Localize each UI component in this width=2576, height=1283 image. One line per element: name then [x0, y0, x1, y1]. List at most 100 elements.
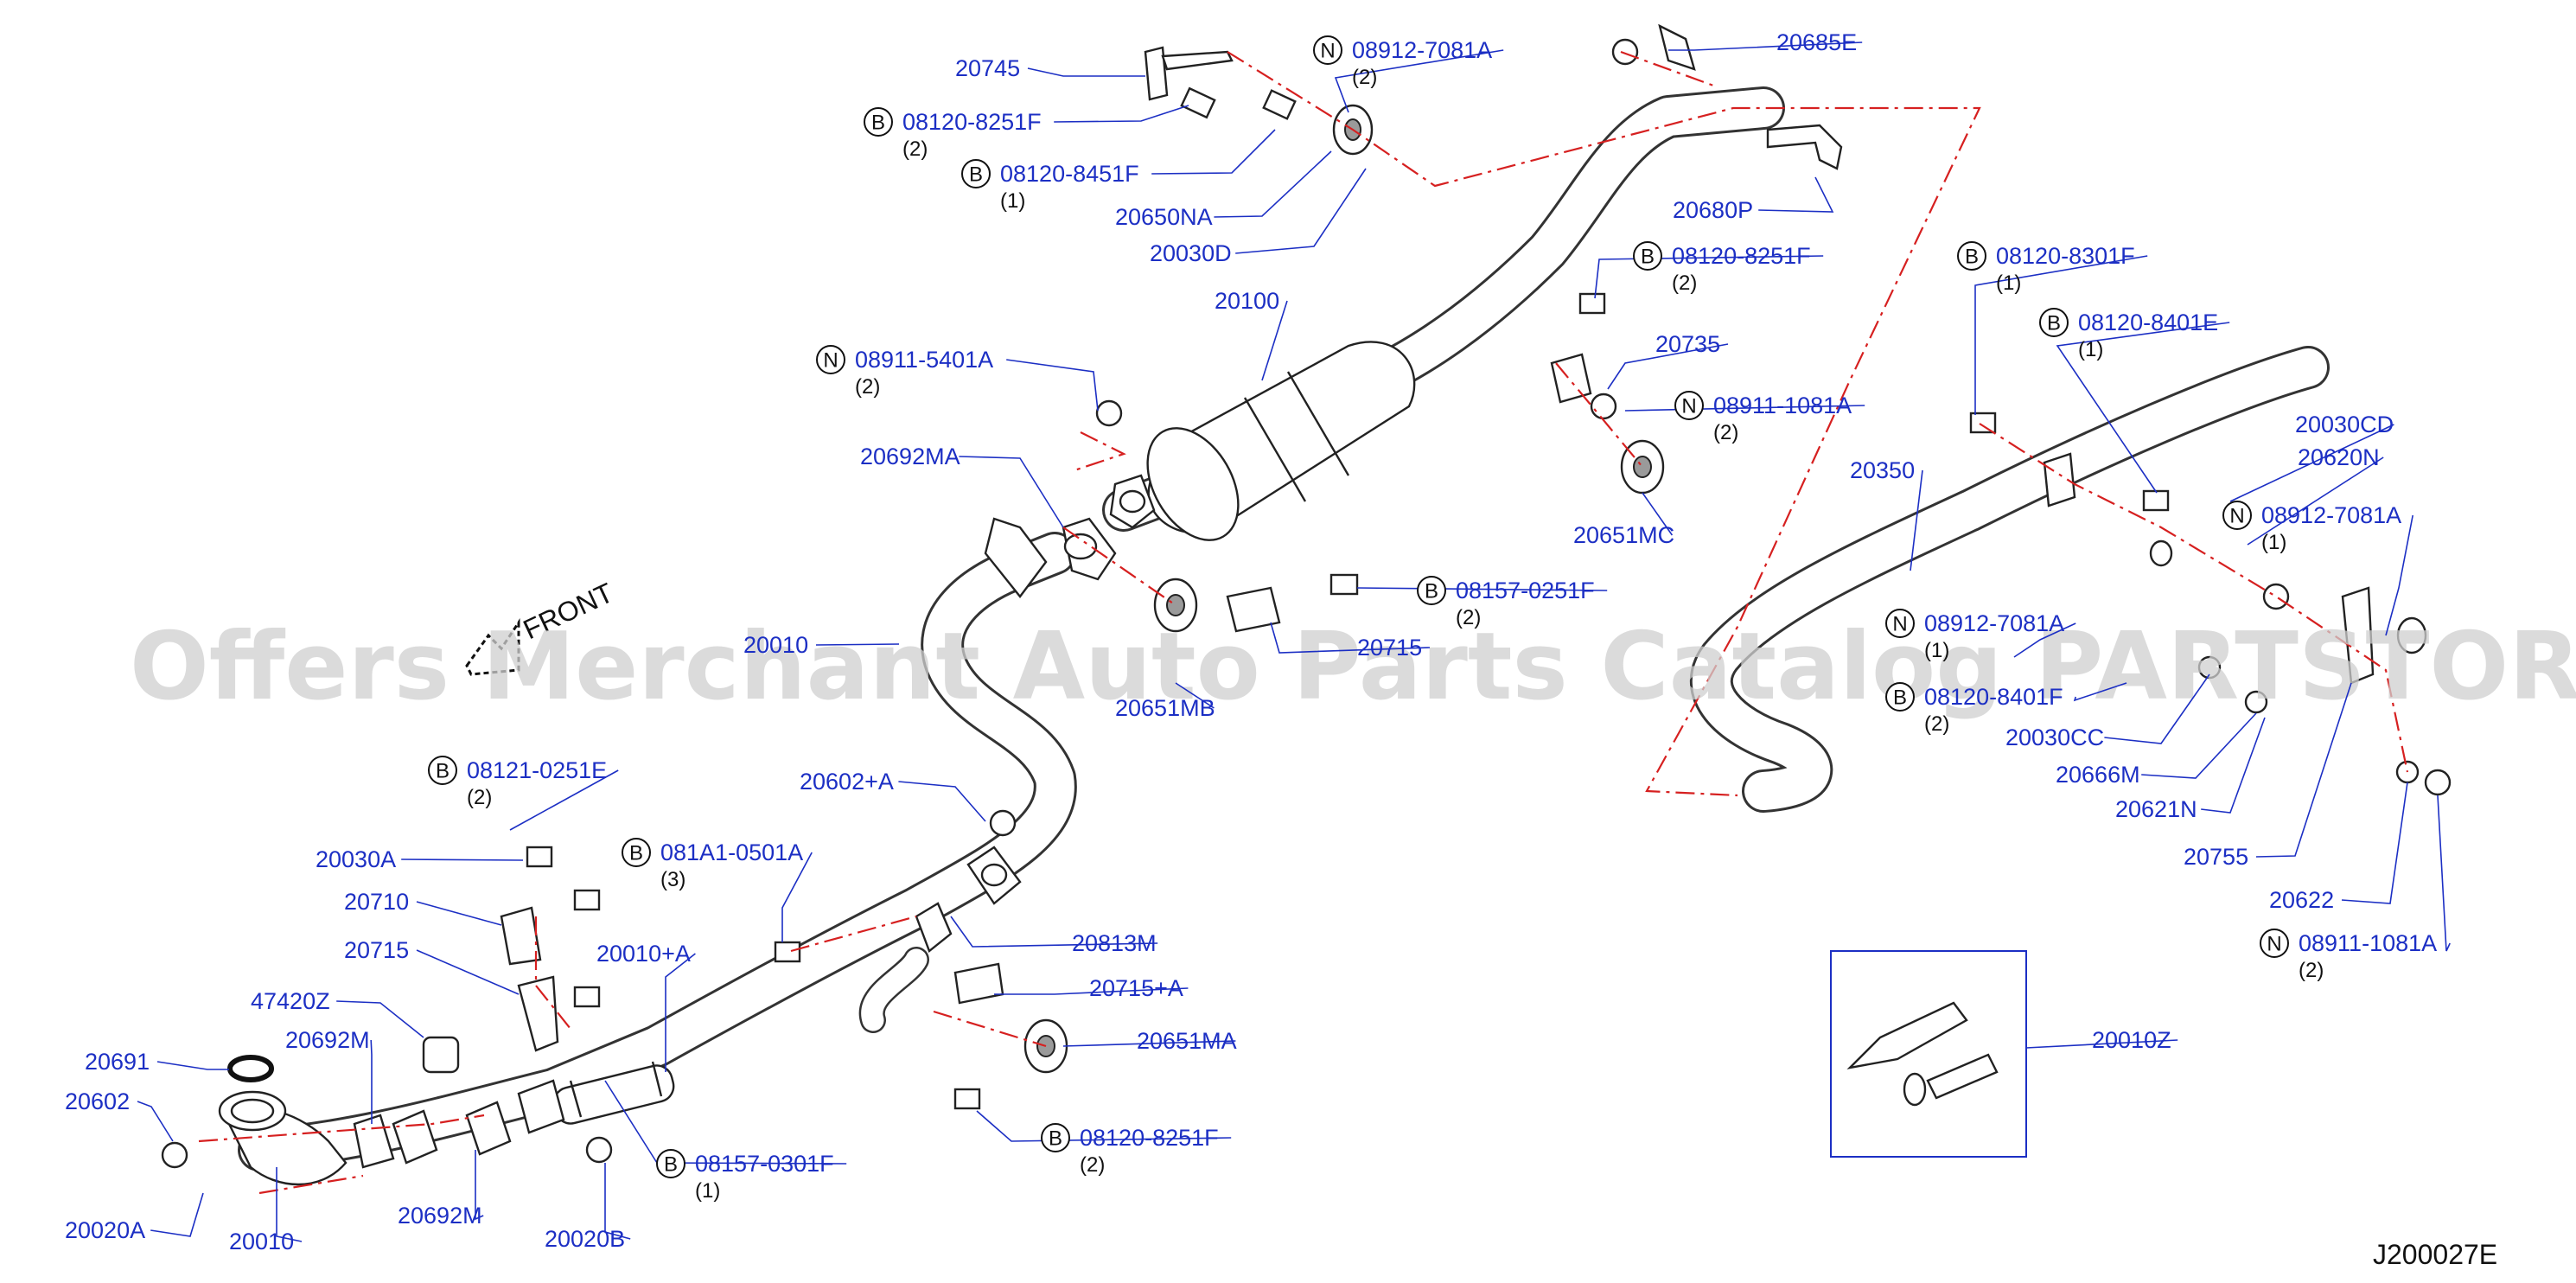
prefix-letter: N — [2229, 505, 2244, 528]
part-callout: 20813M — [1072, 930, 1157, 956]
leader-line — [2025, 1039, 2178, 1049]
leader-line — [2056, 322, 2230, 494]
part-number: 08911-5401A — [855, 347, 993, 373]
leader-line — [150, 1192, 204, 1237]
part-callout: 20030CC — [2005, 724, 2104, 750]
leader-line — [1261, 300, 1288, 381]
part-callout: 20666M — [2056, 762, 2140, 788]
watermark: Offers Merchant Auto Parts Catalog PARTS… — [130, 613, 2576, 721]
part-number: 08911-1081A — [2299, 930, 2437, 956]
part-callout: 20100 — [1215, 288, 1279, 314]
part-callout: 20651MB — [1115, 695, 1215, 721]
part-number: 20020A — [65, 1217, 145, 1243]
part-number: 20100 — [1215, 288, 1279, 314]
prefix-letter: B — [1049, 1127, 1062, 1151]
part-callout: 20010 — [229, 1229, 294, 1254]
part-callout: 20650NA — [1115, 204, 1213, 230]
part-number: 20622 — [2269, 887, 2334, 913]
part-callout: 20622 — [2269, 887, 2334, 913]
part-callout: 20350 — [1850, 457, 1915, 483]
part-callout: 20710 — [344, 889, 409, 915]
part-quantity: (2) — [1713, 421, 1738, 444]
leader-line — [950, 916, 1158, 948]
part-number: 08120-8251F — [1080, 1125, 1219, 1151]
leader-line — [781, 852, 813, 942]
part-callout: 20691 — [85, 1049, 150, 1075]
prefix-letter: N — [1320, 40, 1335, 63]
leader-line — [1974, 255, 2148, 415]
leader-line — [1758, 176, 1834, 213]
part-callout: N 08911-5401A(2) — [816, 345, 993, 399]
part-number: 20010+A — [596, 941, 691, 967]
leader-line — [2141, 712, 2257, 779]
part-number: 20010 — [229, 1229, 294, 1254]
part-quantity: (3) — [660, 868, 685, 891]
part-callout: 20692M — [285, 1027, 370, 1053]
leader-line — [2013, 622, 2076, 658]
part-number: 20030CD — [2295, 412, 2394, 437]
part-number: 08120-8301F — [1996, 243, 2135, 269]
prefix-circle — [816, 345, 845, 374]
part-number: 47420Z — [251, 988, 330, 1014]
part-number: 20030A — [316, 846, 396, 872]
part-quantity: (1) — [1000, 189, 1025, 213]
part-callout: 20692M — [398, 1203, 482, 1229]
fasteners — [161, 38, 2452, 1169]
part-number: 20692M — [285, 1027, 370, 1053]
leader-line — [370, 1039, 373, 1124]
part-number: 20602+A — [800, 769, 894, 795]
part-quantity: (2) — [2299, 959, 2324, 982]
part-quantity: (1) — [2261, 531, 2286, 554]
part-callout: 20651MC — [1573, 522, 1674, 548]
part-number: 20692MA — [860, 444, 960, 469]
part-callout: 20692MA — [860, 444, 960, 469]
assembly-dash-lines — [198, 50, 2409, 1195]
part-number: 20030D — [1150, 240, 1232, 266]
leader-line — [336, 1000, 424, 1038]
part-callout: 20715 — [1357, 635, 1422, 661]
part-quantity: (1) — [1924, 639, 1949, 662]
part-number: 20651MA — [1137, 1028, 1237, 1054]
leader-line — [1668, 41, 1863, 51]
prefix-letter: B — [969, 163, 983, 187]
part-quantity: (2) — [1924, 712, 1949, 736]
leader-line — [1151, 129, 1276, 175]
part-callout: 20010Z — [2092, 1027, 2171, 1053]
part-number: 20745 — [955, 55, 1020, 81]
prefix-circle — [1957, 241, 1986, 271]
part-number: 20010Z — [2092, 1027, 2171, 1053]
leader-line — [1356, 587, 1608, 591]
part-number: 20620N — [2298, 444, 2380, 470]
leader-line — [2104, 673, 2210, 744]
part-callout: 20620N — [2298, 444, 2380, 470]
prefix-circle — [656, 1149, 685, 1178]
leader-line — [401, 859, 524, 861]
prefix-circle — [2039, 308, 2069, 337]
prefix-circle — [2222, 501, 2252, 530]
part-quantity: (2) — [855, 375, 880, 399]
prefix-letter: N — [2267, 933, 2281, 956]
part-number: 20602 — [65, 1088, 130, 1114]
leader-line — [416, 949, 520, 995]
part-number: 20651MB — [1115, 695, 1215, 721]
prefix-circle — [864, 107, 893, 137]
prefix-letter: N — [823, 349, 838, 373]
leader-line — [898, 781, 986, 822]
part-callout: 20715 — [344, 937, 409, 963]
leader-line — [994, 987, 1189, 995]
prefix-circle — [1041, 1123, 1070, 1152]
part-callout: 20030CD — [2295, 412, 2394, 437]
prefix-circle — [1417, 576, 1446, 605]
leader-line — [2341, 782, 2408, 904]
part-number: 08911-1081A — [1713, 393, 1852, 418]
prefix-circle — [1674, 391, 1704, 420]
part-callout: 20030D — [1150, 240, 1232, 266]
leader-line — [156, 1061, 229, 1070]
